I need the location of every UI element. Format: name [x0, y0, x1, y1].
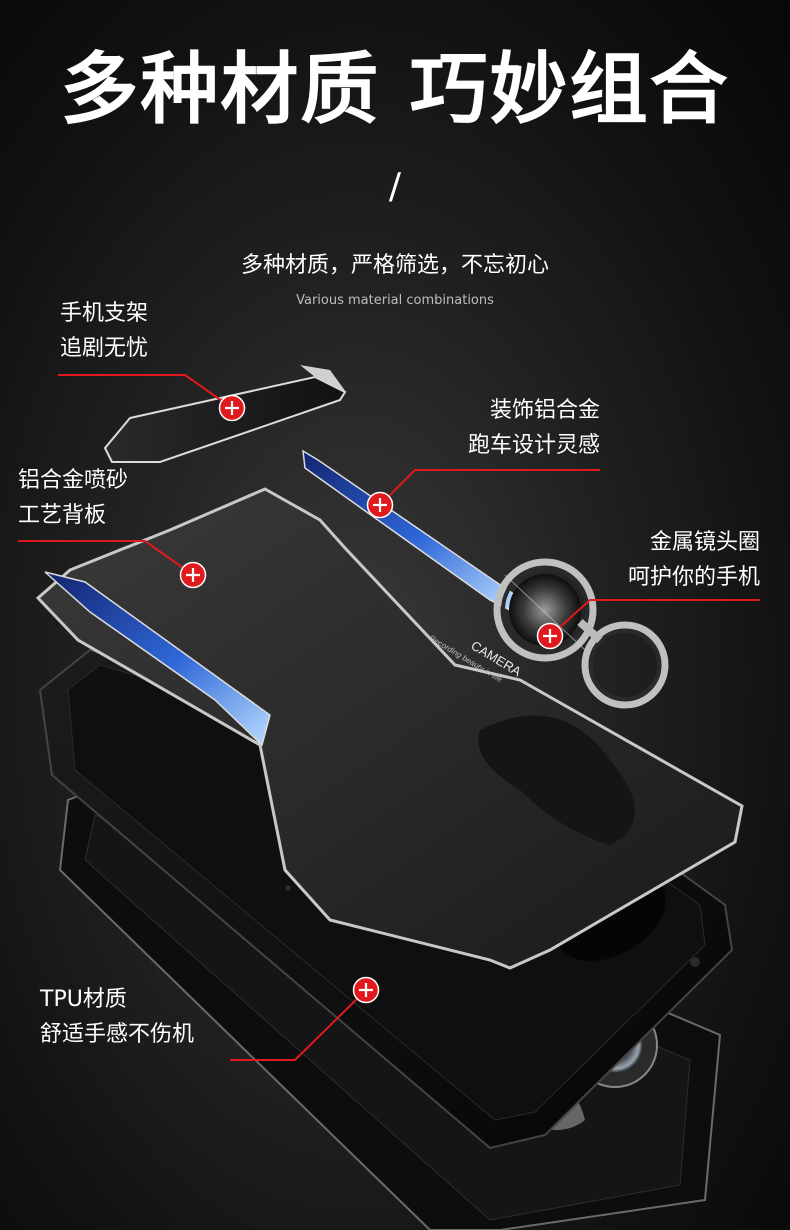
callout-line1: 金属镜头圈: [649, 530, 760, 555]
callout-line2: 工艺背板: [18, 503, 107, 528]
callout-aluminum-trim: 装饰铝合金 跑车设计灵感: [440, 393, 600, 463]
page-subtitle: 多种材质，严格筛选，不忘初心: [240, 253, 549, 278]
page-title: 多种材质 巧妙组合: [60, 45, 730, 135]
blue-strip-left: [44, 571, 271, 747]
phone-stand: [103, 365, 347, 463]
callout-line1: 装饰铝合金: [489, 398, 600, 423]
metal-lens-ring: [493, 558, 669, 709]
callout-line2: 舒适手感不伤机: [40, 1022, 195, 1047]
hotspot-tpu-case-icon[interactable]: [352, 976, 380, 1004]
callout-line2: 追剧无忧: [60, 336, 149, 361]
callout-line1: 手机支架: [60, 301, 149, 326]
callout-back-plate: 铝合金喷砂 工艺背板: [18, 463, 128, 533]
callout-phone-stand: 手机支架 追剧无忧: [60, 296, 148, 366]
hotspot-phone-stand-icon[interactable]: [218, 394, 246, 422]
hotspot-aluminum-trim-icon[interactable]: [366, 491, 394, 519]
callout-tpu-case: TPU材质 舒适手感不伤机: [40, 982, 194, 1052]
callout-line2: 呵护你的手机: [627, 565, 760, 590]
callout-line1: TPU材质: [40, 987, 127, 1012]
page-subtitle-english: Various material combinations: [296, 293, 494, 308]
callout-line2: 跑车设计灵感: [467, 433, 600, 458]
callout-lens-ring: 金属镜头圈 呵护你的手机: [590, 525, 760, 595]
hotspot-lens-ring-icon[interactable]: [536, 622, 564, 650]
title-divider: /: [388, 166, 402, 207]
aluminum-back-plate: CAMERA Recording beauty in life: [35, 487, 744, 970]
hotspot-back-plate-icon[interactable]: [179, 561, 207, 589]
callout-line1: 铝合金喷砂: [18, 468, 129, 493]
